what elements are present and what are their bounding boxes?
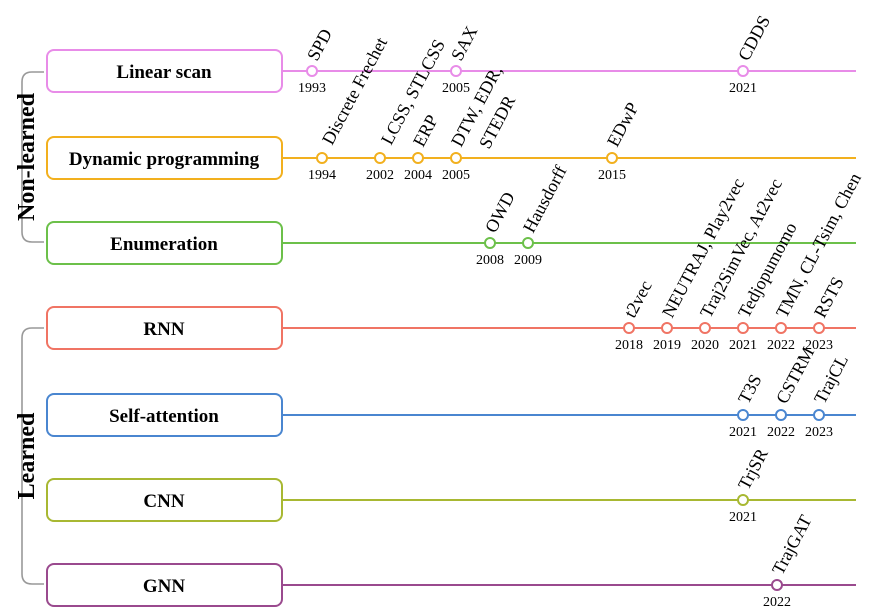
event-year: 2015 (598, 168, 626, 183)
category-label-self-attention: Self-attention (109, 406, 219, 427)
method-label: RSTS (810, 273, 848, 320)
category-label-cnn: CNN (143, 491, 184, 512)
event-marker (737, 494, 749, 506)
event-marker (775, 322, 787, 334)
method-label: TrajGAT (768, 512, 816, 578)
event-year: 2008 (476, 253, 504, 268)
category-label-gnn: GNN (143, 576, 186, 597)
method-label: T3S (734, 371, 766, 407)
group-bracket-learned (21, 327, 44, 585)
group-label-non-learned: Non-learned (14, 92, 40, 221)
method-label: TrjSR (734, 445, 772, 493)
event-marker (771, 579, 783, 591)
group-label-learned: Learned (14, 412, 40, 499)
event-year: 2018 (615, 338, 643, 353)
category-label-linear-scan: Linear scan (116, 62, 212, 83)
event-year: 2005 (442, 168, 470, 183)
row-self-attention: Self-attention 2021 T3S 2022 CSTRM 2023 … (46, 344, 856, 440)
event-year: 2009 (514, 253, 542, 268)
category-box-self-attention (46, 393, 283, 437)
category-label-dynamic-programming: Dynamic programming (69, 149, 260, 170)
row-cnn: CNN 2021 TrjSR (46, 445, 856, 525)
event-marker (813, 322, 825, 334)
row-linear-scan: Linear scan 1993 SPD 2005 Discrete Frech… (46, 12, 856, 148)
category-box-cnn (46, 478, 283, 522)
event-marker (522, 237, 534, 249)
event-marker (775, 409, 787, 421)
event-year: 2022 (767, 425, 795, 440)
event-year: 2002 (366, 168, 394, 183)
method-label: Hausdorff (519, 162, 571, 236)
row-gnn: GNN 2022 TrajGAT (46, 512, 856, 610)
event-year: 1994 (308, 168, 336, 183)
category-box-dynamic-programming (46, 136, 283, 180)
category-label-rnn: RNN (143, 319, 184, 340)
event-year: 2021 (729, 510, 757, 525)
event-marker (813, 409, 825, 421)
method-label: SPD (303, 25, 336, 64)
event-marker (450, 65, 462, 77)
event-year: 2005 (442, 81, 470, 96)
event-year: 2023 (805, 425, 833, 440)
event-marker (737, 322, 749, 334)
method-label: ERP (409, 111, 442, 150)
event-year: 1993 (298, 81, 326, 96)
event-year: 2020 (691, 338, 719, 353)
method-label: EDwP (603, 99, 643, 150)
group-bracket-non-learned (21, 71, 44, 243)
method-label: OWD (481, 189, 519, 236)
category-box-linear-scan (46, 49, 283, 93)
method-label: CDDS (734, 12, 774, 64)
event-marker (450, 152, 462, 164)
event-year: 2004 (404, 168, 432, 183)
event-marker (412, 152, 424, 164)
event-marker (623, 322, 635, 334)
category-label-enumeration: Enumeration (110, 234, 218, 255)
event-marker (737, 65, 749, 77)
event-marker (484, 237, 496, 249)
category-box-rnn (46, 306, 283, 350)
event-marker (374, 152, 386, 164)
event-marker (737, 409, 749, 421)
event-marker (606, 152, 618, 164)
event-year: 2021 (729, 338, 757, 353)
category-box-enumeration (46, 221, 283, 265)
event-year: 2022 (767, 338, 795, 353)
event-year: 2022 (763, 595, 791, 610)
event-marker (316, 152, 328, 164)
method-label: TrajCL (810, 351, 852, 407)
method-label: t2vec (620, 277, 656, 321)
event-year: 2021 (729, 425, 757, 440)
event-year: 2021 (729, 81, 757, 96)
event-year: 2023 (805, 338, 833, 353)
event-year: 2019 (653, 338, 681, 353)
event-marker (661, 322, 673, 334)
category-box-gnn (46, 563, 283, 607)
event-marker (699, 322, 711, 334)
event-marker (306, 65, 318, 77)
method-label: SAX (447, 23, 482, 64)
